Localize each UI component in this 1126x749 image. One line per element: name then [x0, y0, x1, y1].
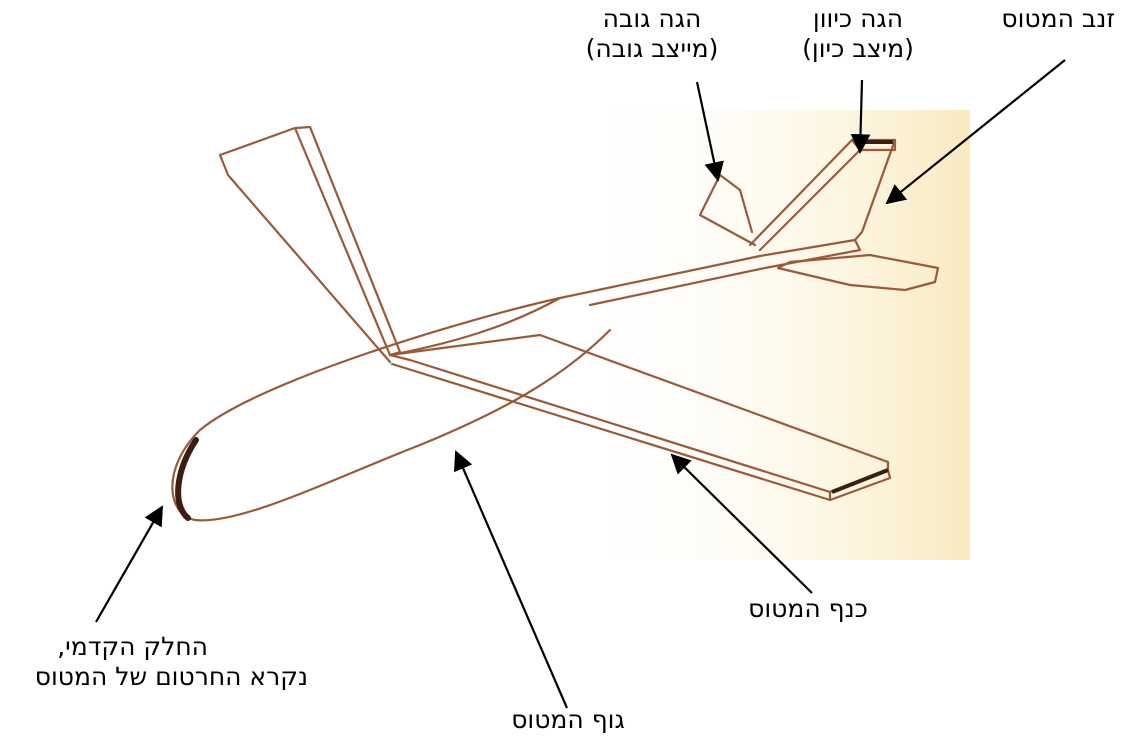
label-nose: החלק הקדמי, נקרא החרטום של המטוס [8, 632, 308, 692]
left-wing [220, 127, 400, 362]
arrow-nose [96, 507, 162, 622]
label-nose-line2: נקרא החרטום של המטוס [8, 662, 308, 692]
label-tail: זנב המטוס [975, 4, 1115, 34]
nose-shading [178, 440, 196, 518]
label-elevator-line1: הגה גובה [552, 4, 752, 34]
label-wing-line1: כנף המטוס [718, 594, 898, 624]
label-elevator-line2: (מייצב גובה) [552, 34, 752, 64]
label-fuselage-line1: גוף המטוס [488, 705, 648, 735]
label-fuselage: גוף המטוס [488, 705, 648, 735]
label-tail-line1: זנב המטוס [975, 4, 1115, 34]
arrow-fuselage [456, 452, 567, 708]
paper-background [560, 110, 970, 560]
label-rudder: הגה כיוון (מיצב כיון) [778, 4, 938, 64]
label-rudder-line2: (מיצב כיון) [778, 34, 938, 64]
label-elevator: הגה גובה (מייצב גובה) [552, 4, 752, 64]
label-rudder-line1: הגה כיוון [778, 4, 938, 34]
label-nose-line1: החלק הקדמי, [8, 632, 308, 662]
label-wing: כנף המטוס [718, 594, 898, 624]
